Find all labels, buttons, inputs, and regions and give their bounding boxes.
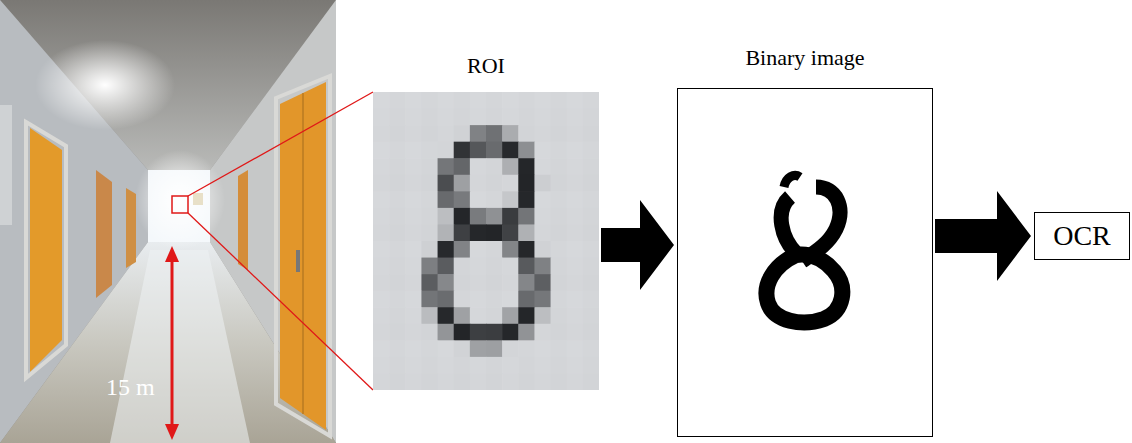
image-frame bbox=[677, 88, 933, 437]
image-panel: Binary image bbox=[677, 36, 933, 437]
block-arrow bbox=[601, 200, 674, 290]
image-panel: ROI bbox=[373, 48, 599, 390]
panel-heading: Binary image bbox=[677, 36, 933, 88]
block-arrow bbox=[935, 191, 1031, 281]
panel-heading-text: Binary image bbox=[745, 45, 864, 70]
box-label: OCR bbox=[1053, 220, 1111, 252]
panel-heading: ROI bbox=[373, 48, 599, 92]
binary-eight-image bbox=[678, 89, 932, 436]
process-box: OCR bbox=[1034, 212, 1130, 260]
dimension-label: 15 m bbox=[106, 374, 155, 401]
panel-heading-text: ROI bbox=[467, 53, 505, 78]
roi-pixel-image bbox=[373, 92, 599, 390]
